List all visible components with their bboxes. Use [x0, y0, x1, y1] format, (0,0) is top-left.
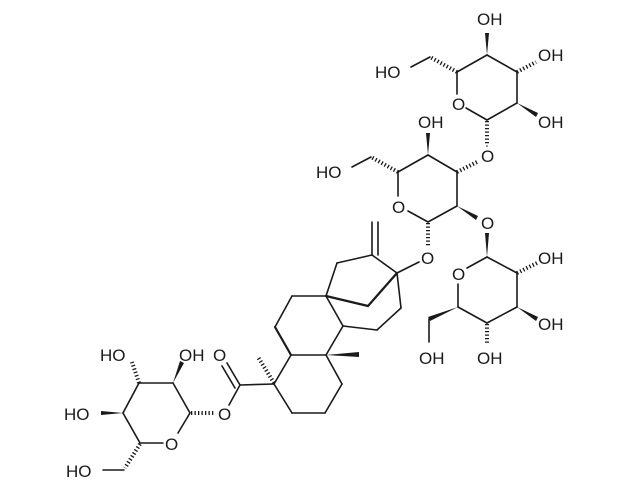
right-sugar-c6-oh: OH [419, 349, 445, 368]
top-sugar-c3-oh: OH [538, 46, 564, 65]
bottom-sugar-c3-ho: HO [100, 346, 126, 365]
middle-sugar-c6-ho: HO [316, 163, 342, 182]
bottom-sugar-c6-ho: HO [66, 462, 92, 481]
right-glucose-ring [428, 233, 538, 345]
right-sugar-c3-oh: OH [538, 315, 564, 334]
top-sugar-c6-ho: HO [375, 63, 401, 82]
right-sugar-c4-oh: OH [477, 349, 503, 368]
middle-sugar-c4-oh: OH [418, 113, 444, 132]
bottom-sugar-c2-oh: OH [179, 346, 205, 365]
bottom-sugar-ring-o: O [165, 435, 178, 454]
top-sugar-c2-oh: OH [538, 113, 564, 132]
link-o-right: O [481, 214, 494, 233]
top-glucose-ring [410, 33, 538, 145]
top-sugar-c4-oh: OH [477, 10, 503, 29]
middle-sugar-ring-o: O [392, 198, 405, 217]
steviol-core [221, 221, 420, 414]
bottom-glucose-ring [101, 361, 215, 471]
link-o-top: O [481, 147, 494, 166]
bottom-sugar-c4-ho: HO [64, 405, 90, 424]
top-sugar-ring-o: O [452, 95, 465, 114]
right-sugar-c2-oh: OH [538, 249, 564, 268]
middle-glucose-ring [351, 133, 488, 246]
carbonyl-o: O [213, 346, 226, 365]
ester-o: O [218, 405, 231, 424]
link-o-aglycone: O [421, 249, 434, 268]
right-sugar-ring-o: O [452, 265, 465, 284]
